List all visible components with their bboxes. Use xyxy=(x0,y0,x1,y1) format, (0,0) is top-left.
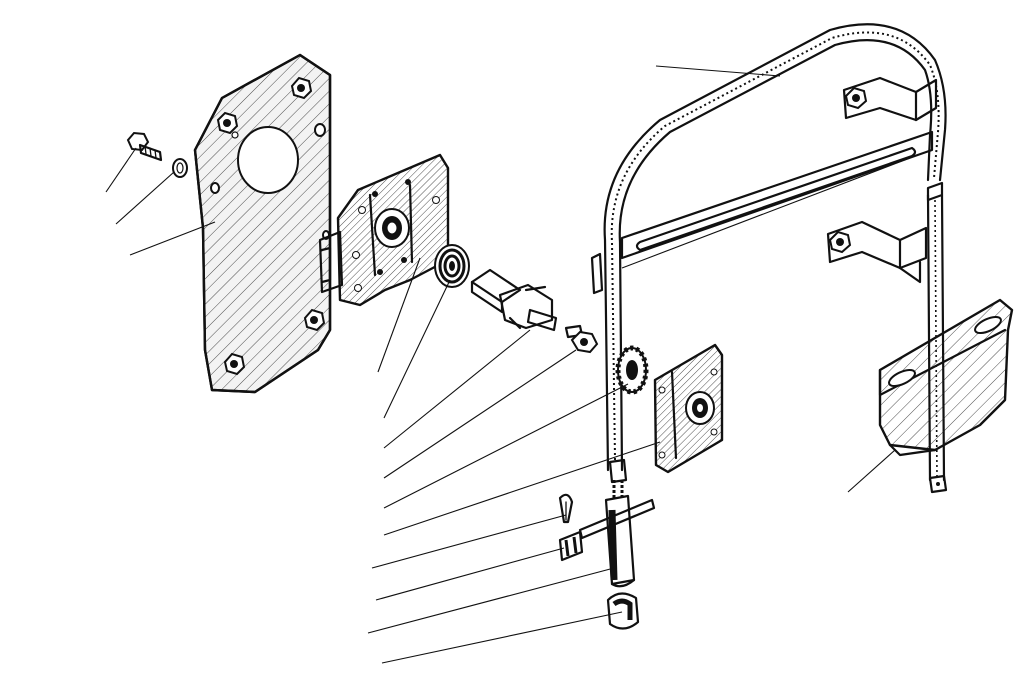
plate-nut-bottom-right xyxy=(303,308,326,332)
spring-washer xyxy=(172,158,188,178)
cotter-pin xyxy=(558,493,574,524)
leader-line xyxy=(367,567,615,634)
leader-line xyxy=(621,157,911,269)
frame-upper-bracket xyxy=(842,76,938,122)
handle-sleeve xyxy=(606,592,640,630)
plate-nut-top-right xyxy=(290,76,313,100)
drive-sprocket xyxy=(615,345,649,395)
sprocket-bracket xyxy=(653,343,724,474)
clamp xyxy=(558,498,656,562)
leader-line xyxy=(115,171,175,225)
leader-line xyxy=(847,449,896,493)
drive-shaft xyxy=(470,268,558,332)
leader-line xyxy=(105,147,137,193)
leader-line xyxy=(383,349,577,479)
glass-carrier-plate xyxy=(878,298,1014,457)
leader-line xyxy=(377,257,421,373)
leader-line xyxy=(371,514,567,569)
mounting-plate xyxy=(193,53,332,394)
coil-spring xyxy=(434,244,470,288)
leader-line xyxy=(375,547,565,601)
leader-line xyxy=(383,383,629,509)
nut xyxy=(564,324,599,354)
leader-line xyxy=(383,329,531,449)
plate-nut-bottom-left xyxy=(223,352,246,376)
leader-line xyxy=(129,221,216,256)
leader-line xyxy=(655,65,781,77)
gear-housing-bracket xyxy=(318,153,450,307)
leader-line xyxy=(383,441,661,536)
bolt xyxy=(126,131,163,162)
plate-nut-top-left xyxy=(216,111,239,135)
leader-line xyxy=(381,611,623,664)
leader-line xyxy=(383,279,451,419)
leader-lines xyxy=(105,65,911,664)
frame-lower-bracket xyxy=(826,220,928,284)
